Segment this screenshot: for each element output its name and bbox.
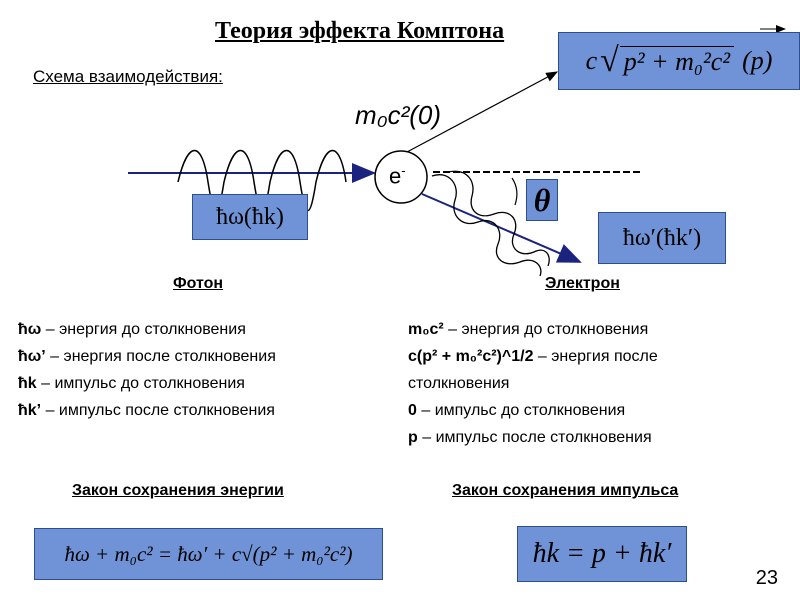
angle-arc [511, 177, 518, 206]
page-number: 23 [755, 567, 778, 589]
formula-c: c [585, 46, 598, 75]
formula-p: (p) [742, 46, 773, 75]
electron-heading: Электрон [545, 275, 620, 292]
electron-letter: e [389, 163, 402, 189]
photon-heading: Фотон [173, 275, 224, 292]
electron-circle [374, 150, 428, 204]
photon-item: ħω – энергия до столкновения [18, 321, 246, 338]
electron-label: e- [389, 163, 406, 189]
scattered-photon-line [421, 193, 582, 263]
photon-item: ħω’ – энергия после столкновения [18, 348, 276, 365]
incident-photon-formula: ħω(ħk) [216, 203, 284, 230]
momentum-law-formula-box: ħk = p + ħk′ [517, 526, 687, 582]
theta-symbol: θ [533, 181, 551, 218]
electron-item: 0 – импульс до столкновения [408, 402, 626, 419]
scheme-label: Схема взаимодействия: [33, 67, 223, 86]
electron-item: c(p² + m₀²c²)^1/2 – энергия после [408, 348, 658, 365]
photon-list: ħω – энергия до столкновения ħω’ – энерг… [18, 316, 276, 424]
compton-diagram [128, 25, 786, 277]
momentum-law-heading: Закон сохранения импульса [452, 482, 679, 499]
electron-item: p – импульс после столкновения [408, 429, 652, 446]
scattered-photon-formula: ħω′(ħk′) [622, 224, 702, 251]
photon-item: ħk – импульс до столкновения [18, 375, 245, 392]
electron-item: m₀c² – энергия до столкновения [408, 321, 649, 338]
electron-charge: - [401, 163, 406, 178]
electron-recoil-arrow [406, 71, 559, 153]
sqrt-icon: √ [600, 42, 619, 79]
energy-law-formula-box: ħω + m₀c² = ħω′ + c√(p² + m₀²c²) [34, 528, 383, 580]
electron-item: столкновения [408, 375, 510, 392]
energy-law-heading: Закон сохранения энергии [72, 482, 284, 499]
scattered-photon-wave [431, 174, 542, 277]
theta-box: θ [526, 179, 558, 221]
formula-root: p² + m₀²c² [619, 45, 735, 77]
scattered-photon-formula-box: ħω′(ħk′) [598, 212, 726, 264]
rest-energy-label: m₀c²(0) [355, 100, 442, 130]
electron-list: m₀c² – энергия до столкновения c(p² + m₀… [408, 316, 658, 451]
photon-item: ħk’ – импульс после столкновения [18, 402, 275, 419]
energy-law-formula: ħω + m₀c² = ħω′ + c√(p² + m₀²c²) [64, 541, 353, 566]
momentum-law-formula: ħk = p + ħk′ [532, 538, 672, 569]
scattered-photon-wave-2 [447, 170, 550, 267]
incident-photon-formula-box: ħω(ħk) [192, 194, 308, 240]
page-title: Теория эффекта Комптона [215, 18, 505, 44]
electron-energy-formula-box: c √ p² + m₀²c² (p) [558, 32, 800, 90]
